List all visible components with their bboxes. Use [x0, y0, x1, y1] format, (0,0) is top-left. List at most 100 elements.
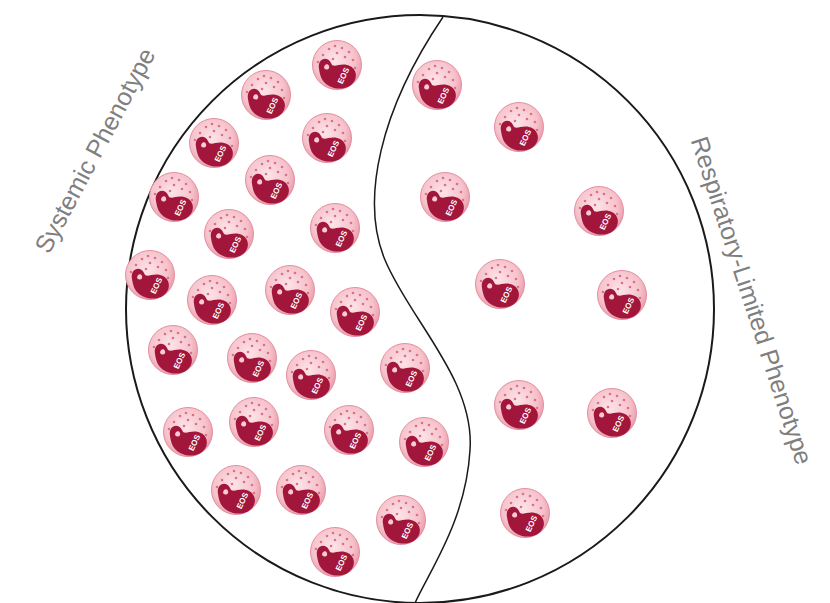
eosinophil-cell: EOS [226, 332, 278, 384]
granule [320, 541, 323, 544]
granule [316, 484, 319, 487]
nucleus [501, 121, 538, 151]
granule [324, 118, 327, 121]
nucleus-curl [137, 274, 142, 279]
granule [400, 507, 403, 510]
granule [249, 338, 252, 341]
granule [332, 532, 335, 535]
granule [307, 292, 310, 295]
granule [532, 504, 535, 507]
granule [346, 410, 349, 413]
eosinophil-cell: EOS [147, 324, 199, 376]
granule [430, 186, 433, 189]
granule [157, 266, 160, 269]
cell-body [573, 185, 625, 237]
granule [417, 81, 420, 84]
granule [211, 287, 214, 290]
granule [504, 266, 507, 269]
cytoplasm [377, 496, 426, 545]
granule [504, 394, 507, 397]
granule [171, 177, 174, 180]
granule [462, 199, 465, 202]
granule [629, 286, 632, 289]
eosinophil-cell: EOS [240, 69, 292, 121]
granule [441, 67, 444, 70]
granule [516, 385, 519, 388]
eosinophil-cell: EOS [493, 101, 545, 153]
granule [326, 369, 329, 372]
granule [258, 404, 261, 407]
granule [627, 407, 630, 410]
granule [168, 428, 171, 431]
cytoplasm [495, 381, 544, 430]
granule [444, 76, 447, 79]
granule [454, 87, 457, 90]
granule [390, 357, 393, 360]
granule [194, 139, 197, 142]
nucleus-curl [241, 421, 246, 426]
granule [335, 308, 338, 311]
granule [221, 134, 224, 137]
nucleus [317, 546, 354, 576]
granule [320, 217, 323, 220]
granule [167, 277, 170, 280]
cytoplasm [325, 406, 374, 455]
granule [526, 118, 529, 121]
granule [312, 476, 315, 479]
cytoplasm [495, 103, 544, 152]
granule [235, 477, 238, 480]
cell-body [210, 464, 262, 516]
cytoplasm [381, 344, 430, 393]
granule [366, 432, 369, 435]
eosinophil-cell: EOS [474, 258, 526, 310]
granule [495, 277, 498, 280]
nucleus [196, 137, 233, 167]
granule [185, 412, 188, 415]
granule [434, 65, 437, 68]
granule [270, 286, 273, 289]
eosinophil-cell: EOS [162, 406, 214, 458]
nucleus-curl [388, 519, 393, 524]
granule [352, 554, 355, 557]
granule [542, 515, 545, 518]
granule [362, 303, 365, 306]
granule [297, 281, 300, 284]
nucleus-curl [609, 294, 614, 299]
granule [499, 123, 502, 126]
granule [233, 470, 236, 473]
granule [422, 370, 425, 373]
granule [598, 198, 601, 201]
granule [354, 299, 357, 302]
granule [386, 509, 389, 512]
granule [428, 68, 431, 71]
granule [617, 288, 620, 291]
granule [425, 193, 428, 196]
cytoplasm [242, 71, 291, 120]
eosinophil-cell: EOS [203, 208, 255, 260]
granule [372, 314, 375, 317]
eosinophil-cell: EOS [210, 464, 262, 516]
cytoplasm [149, 326, 198, 375]
granule [330, 221, 333, 224]
granule [422, 74, 425, 77]
granule [336, 52, 339, 55]
nucleus [387, 362, 424, 392]
eosinophil-cell: EOS [301, 112, 353, 164]
granule [326, 535, 329, 538]
granule [518, 392, 521, 395]
granule [607, 284, 610, 287]
nucleus [248, 89, 285, 119]
granule [216, 486, 219, 489]
granule [233, 216, 236, 219]
granule [205, 126, 208, 129]
granule [510, 388, 513, 391]
granule [145, 268, 148, 271]
granule [213, 130, 216, 133]
nucleus [211, 228, 248, 258]
granule [165, 180, 168, 183]
granule [181, 188, 184, 191]
granule [130, 271, 133, 274]
granule [269, 416, 272, 419]
granule [237, 347, 240, 350]
granule [228, 221, 231, 224]
